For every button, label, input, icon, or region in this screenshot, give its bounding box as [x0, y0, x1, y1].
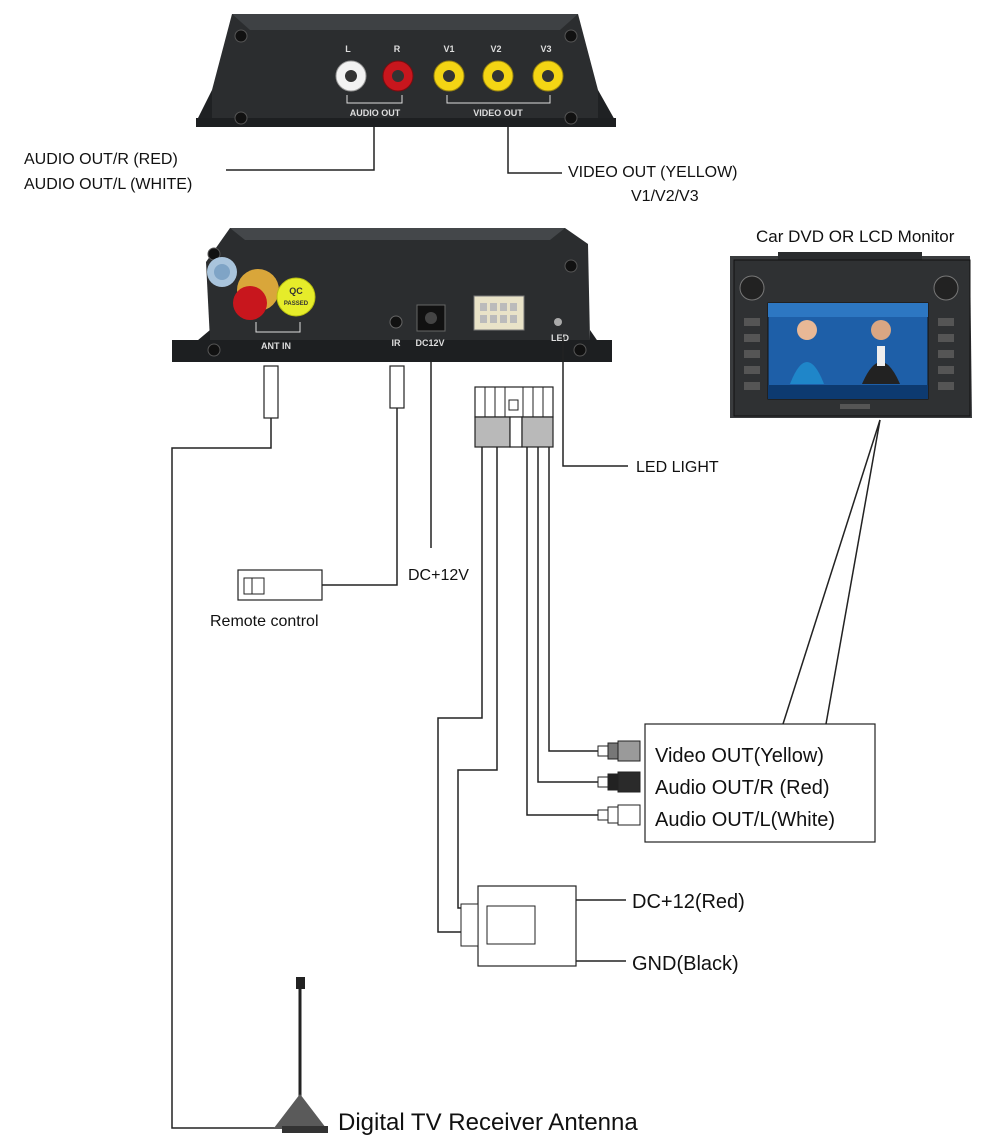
jack-label-v1: V1: [443, 44, 454, 54]
qc-label: QC: [289, 286, 303, 296]
video-out-channels-label: V1/V2/V3: [631, 188, 699, 205]
antenna-label: Digital TV Receiver Antenna: [338, 1109, 638, 1136]
led-label: LED: [551, 333, 570, 343]
led-light-label: LED LIGHT: [636, 459, 719, 476]
gnd-black-label: GND(Black): [632, 953, 739, 975]
harness-connector: [474, 386, 554, 448]
audio-l-wire: [526, 447, 598, 816]
jack-audio-r: [382, 60, 414, 92]
led-wire: [562, 337, 628, 467]
audio-r-rca-plug: [597, 771, 641, 793]
audio-out-l-white-label: Audio OUT/L(White): [655, 809, 835, 831]
audio-r-wire: [537, 447, 598, 783]
multi-pin-connector: [473, 295, 525, 331]
monitor-screen: [767, 302, 929, 400]
video-out-label: VIDEO OUT (YELLOW): [568, 164, 738, 181]
ir-wire: [322, 408, 398, 586]
qc-passed-sticker: QC PASSED: [276, 277, 316, 317]
harness-wire-1: [437, 447, 483, 933]
remote-control-label: Remote control: [210, 613, 319, 630]
passed-label: PASSED: [284, 301, 309, 307]
jack-audio-l: [335, 60, 367, 92]
jack-label-r: R: [394, 44, 401, 54]
car-dvd-monitor: [730, 252, 972, 418]
dc12v-label: DC12V: [415, 338, 444, 348]
audio-out-r-label: AUDIO OUT/R (RED): [24, 151, 178, 168]
jack-video-v3: [532, 60, 564, 92]
audio-l-rca-plug: [597, 804, 641, 826]
led-indicator: [554, 318, 562, 326]
audio-out-l-label: AUDIO OUT/L (WHITE): [24, 176, 192, 193]
monitor-line-1: [782, 419, 881, 725]
jack-video-v1: [433, 60, 465, 92]
ir-label: IR: [392, 338, 402, 348]
video-callout-line: [507, 127, 562, 174]
dc-12-red-label: DC+12(Red): [632, 891, 745, 913]
top-device: L R V1 V2 V3 AUDIO OUT VIDEO OUT: [196, 14, 616, 127]
audio-callout-line: [226, 127, 375, 171]
ir-port: [389, 315, 403, 329]
ir-plug: [389, 365, 405, 409]
jack-label-v3: V3: [540, 44, 551, 54]
monitor-title: Car DVD OR LCD Monitor: [756, 227, 955, 246]
antenna-wire: [171, 418, 290, 1129]
antenna-connector: [233, 269, 279, 320]
video-rca-plug: [597, 740, 641, 762]
sticker-badge: [207, 257, 237, 287]
video-wire: [548, 447, 598, 752]
video-out-group-label: VIDEO OUT: [473, 108, 523, 118]
jack-label-l: L: [345, 44, 351, 54]
remote-control-receiver: [237, 569, 323, 601]
harness-wire-2: [457, 447, 498, 909]
ant-in-label: ANT IN: [261, 341, 291, 351]
dc-12v-label: DC+12V: [408, 567, 469, 584]
video-out-yellow-label: Video OUT(Yellow): [655, 745, 824, 767]
jack-label-v2: V2: [490, 44, 501, 54]
audio-out-r-red-label: Audio OUT/R (Red): [655, 777, 830, 799]
front-device: QC PASSED ANT IN IR DC12V LED: [172, 228, 612, 362]
antenna-plug: [263, 365, 279, 419]
power-module: [460, 885, 577, 967]
audio-out-group-label: AUDIO OUT: [350, 108, 401, 118]
output-label-box: [644, 723, 876, 843]
jack-video-v2: [482, 60, 514, 92]
antenna-icon: [274, 977, 328, 1133]
monitor-line-2: [825, 419, 881, 725]
